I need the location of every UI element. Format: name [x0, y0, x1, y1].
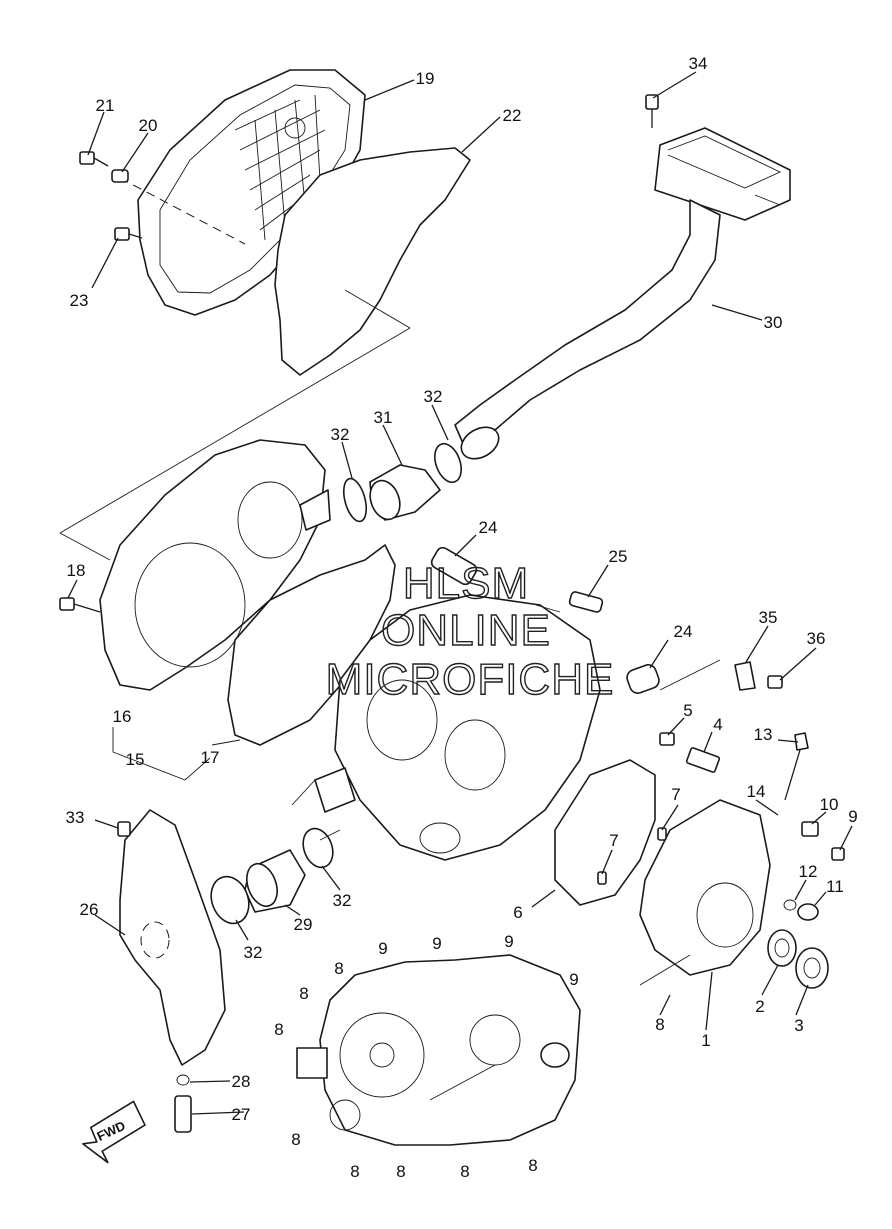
part-gasket-17 [227, 544, 396, 746]
callout-label: 11 [826, 877, 844, 896]
callout-label: 8 [334, 959, 343, 978]
part-gasket-6 [554, 759, 656, 906]
part-boot-29 [244, 849, 306, 913]
callout-label: 20 [139, 116, 158, 135]
callout-label: 32 [244, 943, 263, 962]
leader-lines [67, 71, 853, 1115]
part-seal-3 [795, 947, 829, 989]
callout-label: 7 [609, 831, 618, 850]
part-duct-hose-30 [454, 199, 721, 460]
callout-label: 13 [754, 725, 773, 744]
callout-label: 29 [294, 915, 313, 934]
callout-label: 7 [671, 785, 680, 804]
part-clamp-32-a [342, 477, 368, 523]
part-clamp-32-d [302, 827, 334, 869]
callout-label: 12 [799, 862, 818, 881]
part-clip-28 [176, 1074, 190, 1086]
watermark-line-3: MICROFICHE [326, 655, 615, 704]
callout-label: 18 [67, 561, 86, 580]
part-clamp-33 [117, 821, 131, 837]
part-clamp-32-b [434, 442, 462, 484]
callout-label: 9 [378, 939, 387, 958]
part-bolt-20 [111, 169, 129, 183]
part-plug-11 [797, 903, 819, 921]
part-bolt-5 [659, 732, 675, 746]
part-duct-box-34 [645, 94, 791, 221]
callout-label: 16 [113, 707, 132, 726]
part-plug-24-b [626, 664, 660, 694]
part-cap-27 [174, 1095, 192, 1133]
callout-label: 34 [689, 54, 708, 73]
part-bolt-18 [59, 597, 101, 613]
part-boot-31 [369, 464, 441, 521]
callout-label: 22 [503, 106, 522, 125]
part-pin-25 [568, 591, 604, 613]
callout-label: 25 [609, 547, 628, 566]
callout-label: 8 [528, 1156, 537, 1175]
reference-lines [59, 327, 721, 986]
callout-label: 2 [755, 997, 764, 1016]
callout-label: 9 [848, 807, 857, 826]
callout-label: 5 [683, 701, 692, 720]
callout-label: 32 [333, 891, 352, 910]
callout-label: 26 [80, 900, 99, 919]
part-gasket-22 [274, 147, 471, 376]
callout-label: 3 [794, 1016, 803, 1035]
part-duct-26 [119, 809, 226, 1066]
fwd-arrow-icon [82, 1100, 146, 1164]
callout-label: 15 [126, 750, 145, 769]
part-bolt-36 [767, 675, 783, 689]
callout-label: 8 [274, 1020, 283, 1039]
callout-label: 8 [350, 1162, 359, 1181]
callout-label: 8 [299, 984, 308, 1003]
part-dowel-7 [597, 827, 667, 885]
part-screw-21 [79, 151, 109, 167]
part-bracket-10 [801, 821, 819, 837]
part-oring-12 [783, 899, 797, 911]
callout-label: 32 [424, 387, 443, 406]
callout-label: 9 [569, 970, 578, 989]
watermark: HLSM ONLINE MICROFICHE [325, 558, 615, 704]
callout-label: 32 [331, 425, 350, 444]
callout-label: 27 [232, 1105, 251, 1124]
callout-label: 8 [460, 1162, 469, 1181]
callout-label: 31 [374, 408, 393, 427]
callout-label: 8 [396, 1162, 405, 1181]
part-bracket-35 [734, 661, 756, 691]
part-right-cover-1 [639, 799, 771, 976]
callout-label: 9 [432, 934, 441, 953]
part-crankcase-side [296, 954, 581, 1146]
callout-label: 21 [96, 96, 115, 115]
callout-label: 33 [66, 808, 85, 827]
callout-label: 19 [416, 69, 435, 88]
callout-label: 4 [713, 715, 722, 734]
part-seal-2 [767, 929, 797, 967]
part-plug-24-a [430, 546, 478, 586]
callouts: 1 2 3 4 5 6 7 7 8 8 8 8 8 8 8 8 8 8 8 9 … [66, 54, 858, 1181]
callout-label: 23 [70, 291, 89, 310]
callout-label: 36 [807, 629, 826, 648]
part-bolt-9 [831, 847, 845, 861]
callout-label: 35 [759, 608, 778, 627]
part-bolt-23 [114, 227, 143, 241]
callout-label: 9 [504, 932, 513, 951]
callout-label: 8 [655, 1015, 664, 1034]
callout-label: 24 [674, 622, 693, 641]
watermark-line-1: HLSM [403, 559, 529, 608]
callout-label: 30 [764, 313, 783, 332]
callout-label: 8 [291, 1130, 300, 1149]
callout-label: 10 [820, 795, 839, 814]
part-sensor-4 [685, 747, 721, 773]
callout-label: 24 [479, 518, 498, 537]
part-inner-cover-16 [99, 439, 331, 691]
part-dipstick-13 [784, 732, 809, 801]
callout-label: 1 [701, 1031, 710, 1050]
callout-label: 6 [513, 903, 522, 922]
callout-label: 14 [747, 782, 766, 801]
callout-label: 28 [232, 1072, 251, 1091]
callout-label: 17 [201, 748, 220, 767]
watermark-line-2: ONLINE [381, 606, 551, 655]
part-crankcase [314, 594, 601, 861]
